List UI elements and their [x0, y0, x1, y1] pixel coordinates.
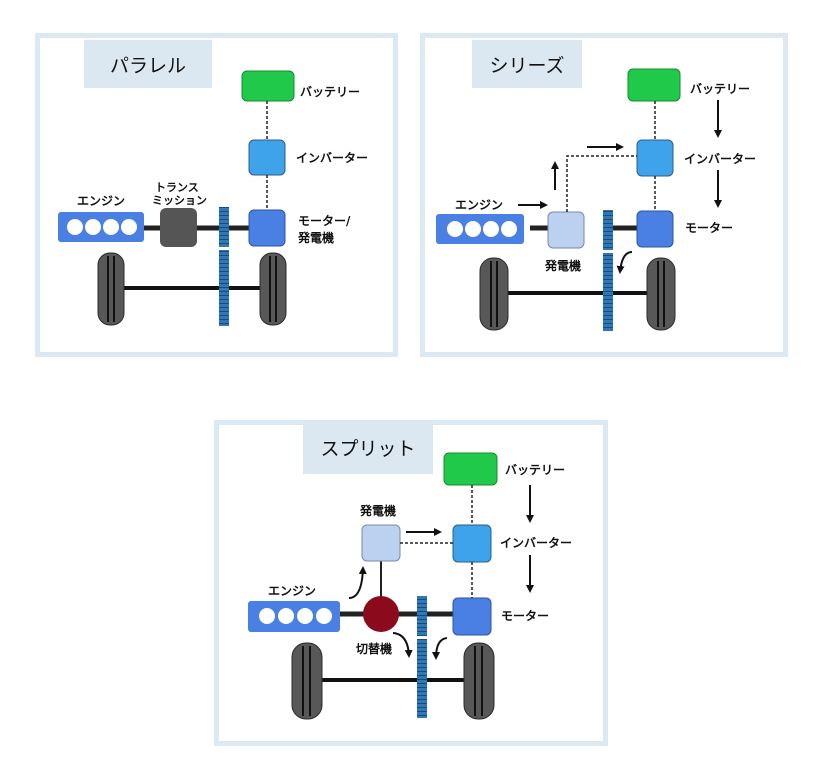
series-title: シリーズ [472, 40, 582, 88]
motor-label-line2: 発電機 [297, 230, 334, 245]
inverter-label: インバーター [500, 536, 572, 550]
tire-right [259, 252, 287, 326]
battery [443, 452, 498, 486]
tire-left [97, 252, 125, 326]
engine [436, 214, 524, 244]
splitter [363, 596, 399, 632]
engine [58, 212, 144, 242]
battery-label: バッテリー [300, 85, 360, 99]
engine-label: エンジン [77, 194, 125, 208]
transmission-label-line2: ミッション [152, 194, 207, 207]
motor-label-line1: モーター/ [298, 214, 351, 228]
engine-label: エンジン [455, 198, 503, 212]
gear-lower [417, 639, 427, 718]
inverter-label: インバーター [296, 151, 368, 165]
tire-left [291, 642, 323, 720]
tire-right [463, 642, 495, 720]
battery [627, 68, 681, 102]
inverter [452, 524, 492, 563]
motor-to-gear-arrow [616, 251, 633, 274]
generator [361, 524, 401, 562]
engine-to-generator-arrow [348, 566, 367, 599]
splitter-to-gear-arrow [392, 632, 413, 658]
generator-label: 発電機 [359, 503, 396, 518]
battery-label: バッテリー [505, 463, 565, 477]
motor-label: モーター [685, 221, 733, 235]
gear-upper [417, 596, 427, 636]
parallel-title: パラレル [84, 40, 212, 88]
motor [636, 210, 674, 248]
splitter-label: 切替機 [356, 641, 392, 656]
tire-left [479, 257, 509, 331]
gear-upper [219, 207, 229, 247]
motor-label: モーター [501, 609, 549, 623]
split-title: スプリット [303, 420, 433, 474]
motor-generator [248, 209, 286, 247]
inverter-label: インバーター [684, 152, 756, 166]
generator-label: 発電機 [544, 258, 581, 273]
generator-inverter-link [566, 155, 637, 212]
tire-right [646, 257, 676, 331]
engine [248, 601, 340, 632]
gear-lower [603, 253, 613, 331]
gear-upper [603, 210, 613, 250]
motor [452, 597, 492, 636]
battery-label: バッテリー [690, 82, 750, 96]
transmission-label-line1: トランス [155, 181, 199, 194]
motor-to-gear-arrow [432, 637, 448, 660]
split-panel [214, 420, 608, 746]
generator [547, 211, 585, 249]
engine-label: エンジン [268, 584, 316, 598]
battery [241, 70, 295, 102]
transmission [160, 208, 197, 247]
gear-lower [219, 250, 229, 326]
